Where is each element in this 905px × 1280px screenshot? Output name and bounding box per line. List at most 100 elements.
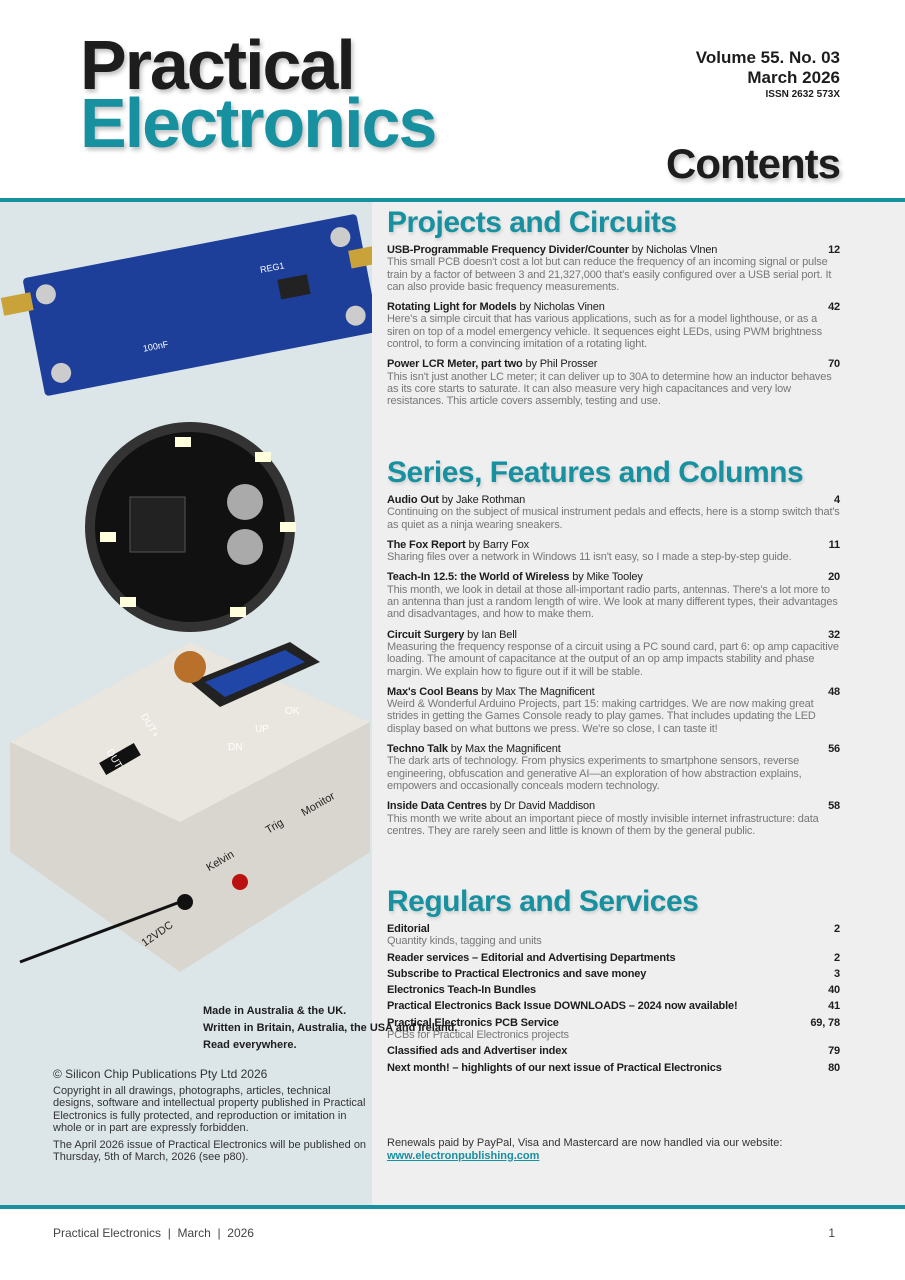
entry-author: by Nicholas Vlnen: [628, 244, 718, 256]
entry-description: This small PCB doesn't cost a lot but ca…: [387, 256, 832, 293]
section-heading: Regulars and Services: [387, 885, 699, 918]
entry-page: 56: [828, 743, 840, 756]
up-label: UP: [255, 724, 269, 735]
entry-title: Editorial: [387, 923, 430, 935]
entry-author: by Barry Fox: [465, 538, 530, 551]
entry-description: Measuring the frequency response of a ci…: [387, 640, 839, 678]
entry-header: Power LCR Meter, part two by Phil Prosse…: [387, 358, 840, 370]
entry-title: Teach-In 12.5: the World of Wireless: [387, 571, 570, 584]
entry-description: Here's a simple circuit that has various…: [387, 313, 822, 351]
entry-title-line: Circuit Surgery by Ian Bell: [387, 629, 517, 641]
entry-page: 20: [828, 571, 840, 584]
entry-header: Rotating Light for Models by Nicholas Vi…: [387, 301, 840, 313]
entry-header: Audio Out by Jake Rothman 4: [387, 494, 840, 506]
entry-title: Techno Talk: [387, 743, 448, 756]
entry-description: PCBs for Practical Electronics projects: [387, 1029, 569, 1042]
entry-description: This isn't just another LC meter; it can…: [387, 370, 832, 408]
entry-title-line: Practical Electronics PCB Service: [387, 1017, 559, 1029]
entry-title: Power LCR Meter, part two: [387, 358, 523, 371]
made-in-notice: Made in Australia & the UK. Written in B…: [203, 1005, 457, 1056]
section-heading: Projects and Circuits: [387, 206, 677, 239]
cap-label: 100nF: [142, 339, 169, 354]
entry-header: Practical Electronics Back Issue DOWNLOA…: [387, 1000, 840, 1012]
contents-entry[interactable]: Reader services – Editorial and Advertis…: [387, 952, 840, 964]
entry-author: by Nicholas Vinen: [516, 301, 605, 314]
entry-page: 3: [834, 967, 840, 980]
made-line: Made in Australia & the UK.: [203, 1005, 347, 1017]
issue-date: March 2026: [747, 68, 840, 87]
entry-title-line: Rotating Light for Models by Nicholas Vi…: [387, 301, 605, 313]
entry-author: by Jake Rothman: [438, 494, 526, 506]
entry-title-line: Electronics Teach-In Bundles: [387, 984, 536, 996]
entry-header: Circuit Surgery by Ian Bell 32: [387, 629, 840, 641]
entry-header: The Fox Report by Barry Fox 11: [387, 539, 840, 551]
entry-title-line: Practical Electronics Back Issue DOWNLOA…: [387, 1000, 738, 1012]
frequency-divider-pcb-photo: 100nF REG1: [0, 214, 382, 396]
contents-entry[interactable]: Practical Electronics Back Issue DOWNLOA…: [387, 1000, 840, 1012]
rotating-light-pcb-photo: [85, 422, 296, 632]
issn: ISSN 2632 573X: [765, 89, 841, 100]
entry-title: Audio Out: [387, 494, 439, 506]
bottom-rule: [0, 1205, 905, 1209]
entry-title-line: Max's Cool Beans by Max The Magnificent: [387, 686, 595, 698]
entry-title-line: USB-Programmable Frequency Divider/Count…: [387, 244, 717, 256]
entry-header: Subscribe to Practical Electronics and s…: [387, 968, 840, 980]
contents-entry[interactable]: Inside Data Centres by Dr David Maddison…: [387, 800, 840, 837]
entry-title: Electronics Teach-In Bundles: [387, 984, 537, 997]
issue-info: Volume 55. No. 03 March 2026 ISSN 2632 5…: [696, 48, 840, 101]
entry-page: 4: [834, 494, 840, 506]
section-series: Series, Features and Columns Audio Out b…: [387, 458, 840, 845]
entry-description: This month we write about an important p…: [387, 812, 819, 837]
entry-title-line: Subscribe to Practical Electronics and s…: [387, 968, 646, 980]
contents-entry[interactable]: Electronics Teach-In Bundles 40: [387, 984, 840, 996]
contents-entry[interactable]: Teach-In 12.5: the World of Wireless by …: [387, 571, 840, 620]
entry-description: Quantity kinds, tagging and units: [387, 935, 542, 948]
logo-line-2: Electronics: [80, 84, 437, 162]
entry-page: 11: [828, 538, 840, 551]
copyright-owner: © Silicon Chip Publications Pty Ltd 2026: [53, 1067, 268, 1081]
contents-panel: [372, 202, 905, 1205]
entry-description: Sharing files over a network in Windows …: [387, 551, 792, 564]
page-number: 1: [828, 1226, 835, 1240]
made-line: Read everywhere.: [203, 1039, 297, 1051]
entry-page: 12: [828, 244, 840, 256]
renewals: Renewals paid by PayPal, Visa and Master…: [387, 1137, 782, 1162]
contents-entry[interactable]: Rotating Light for Models by Nicholas Vi…: [387, 301, 840, 350]
entry-description: Continuing on the subject of musical ins…: [387, 506, 840, 531]
contents-entry[interactable]: Next month! – highlights of our next iss…: [387, 1062, 840, 1074]
entry-title: Classified ads and Advertiser index: [387, 1045, 568, 1058]
dn-label: DN: [228, 742, 242, 753]
page-title: Contents: [666, 140, 841, 187]
entry-description: Weird & Wonderful Arduino Projects, part…: [387, 698, 816, 735]
contents-entry[interactable]: USB-Programmable Frequency Divider/Count…: [387, 244, 840, 293]
entry-header: Next month! – highlights of our next iss…: [387, 1062, 840, 1074]
entry-author: by Mike Tooley: [569, 571, 643, 584]
entry-page: 40: [828, 984, 840, 997]
entry-title: The Fox Report: [387, 538, 466, 551]
entry-page: 41: [828, 1000, 840, 1013]
footer-text: Practical Electronics | March | 2026: [53, 1226, 254, 1240]
renewals-text: Renewals paid by PayPal, Visa and Master…: [387, 1137, 783, 1149]
entry-author: by Max the Magnificent: [447, 743, 561, 756]
entry-page: 80: [828, 1061, 840, 1074]
entry-page: 32: [828, 628, 840, 641]
entry-header: Teach-In 12.5: the World of Wireless by …: [387, 571, 840, 583]
contents-entry[interactable]: Power LCR Meter, part two by Phil Prosse…: [387, 358, 840, 407]
contents-entry[interactable]: Subscribe to Practical Electronics and s…: [387, 968, 840, 980]
entry-header: Reader services – Editorial and Advertis…: [387, 952, 840, 964]
volume: Volume 55. No. 03: [695, 48, 840, 67]
website-link[interactable]: www.electronpublishing.com: [387, 1149, 540, 1162]
section-heading: Series, Features and Columns: [387, 456, 804, 489]
entry-title-line: Reader services – Editorial and Advertis…: [387, 952, 676, 964]
